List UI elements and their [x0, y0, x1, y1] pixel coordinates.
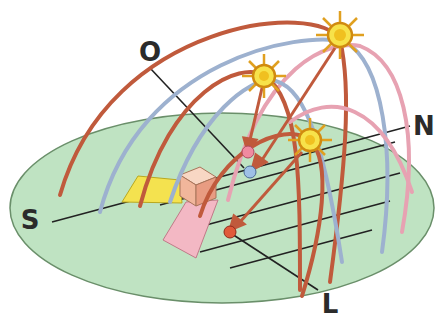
- pink-shadow: [163, 200, 218, 258]
- shadow-point: [242, 146, 254, 158]
- sun-rays: [230, 48, 335, 230]
- sun-arcs: [60, 23, 412, 296]
- compass-label: L: [322, 291, 339, 317]
- ground-lines: [52, 68, 410, 290]
- shadow-point: [224, 226, 236, 238]
- building-front: [180, 175, 196, 206]
- compass-label: N: [413, 113, 435, 139]
- compass-label: O: [139, 39, 161, 65]
- compass-label: S: [21, 207, 40, 233]
- suns: [242, 11, 364, 162]
- ground-disc: [10, 113, 434, 303]
- shadow-point: [244, 166, 256, 178]
